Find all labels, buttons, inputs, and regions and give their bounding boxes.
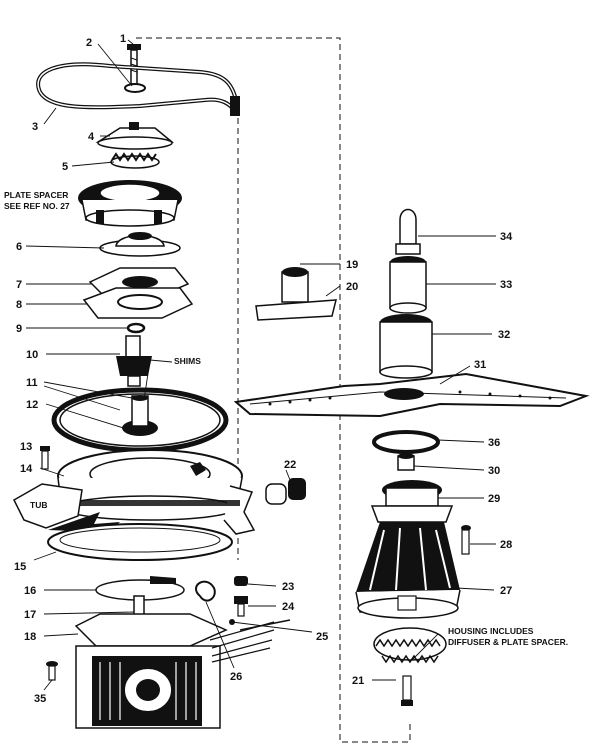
note-shims: SHIMS xyxy=(174,356,201,366)
note-tub: TUB xyxy=(30,500,47,510)
leader-lines xyxy=(25,39,496,691)
part-10-impeller xyxy=(116,335,152,387)
part-9-o-ring xyxy=(126,322,146,334)
part-4-cap xyxy=(95,122,175,150)
part-8-plate xyxy=(82,287,194,319)
note-plate-spacer-line1: PLATE SPACER xyxy=(4,190,68,200)
part-19-bushing xyxy=(281,267,309,303)
callout-19: 19 xyxy=(346,259,358,271)
part-36-ring xyxy=(372,430,440,454)
callout-8: 8 xyxy=(16,299,22,311)
callout-30: 30 xyxy=(488,465,500,477)
part-21-screw xyxy=(401,675,413,706)
part-27-housing xyxy=(355,522,461,619)
callout-14: 14 xyxy=(20,463,33,475)
part-6-housing-dome xyxy=(99,232,181,257)
part-18-motor xyxy=(74,613,275,729)
part-1-bolt xyxy=(127,44,141,85)
diagram-notes: PLATE SPACER SEE REF NO. 27 SHIMS TUB HO… xyxy=(4,190,568,647)
callout-5: 5 xyxy=(62,161,68,173)
plate-spacer-ring xyxy=(78,180,182,227)
callout-27: 27 xyxy=(500,585,512,597)
callout-34: 34 xyxy=(500,231,513,243)
callout-12: 12 xyxy=(26,399,38,411)
callout-9: 9 xyxy=(16,323,22,335)
part-22-grommets xyxy=(265,478,306,505)
part-23-grommet xyxy=(234,576,248,586)
part-31-spray-arm xyxy=(233,372,590,418)
callout-31: 31 xyxy=(474,359,486,371)
note-plate-spacer-line2: SEE REF NO. 27 xyxy=(4,201,70,211)
callout-13: 13 xyxy=(20,441,32,453)
callout-1: 1 xyxy=(120,33,126,45)
callout-32: 32 xyxy=(498,329,510,341)
note-housing-line2: DIFFUSER & PLATE SPACER. xyxy=(448,637,568,647)
part-20-bracket xyxy=(255,299,337,321)
callout-7: 7 xyxy=(16,279,22,291)
part-15-lower-ring xyxy=(47,523,233,561)
callout-33: 33 xyxy=(500,279,512,291)
callout-28: 28 xyxy=(500,539,512,551)
callout-36: 36 xyxy=(488,437,500,449)
callout-11: 11 xyxy=(26,377,38,389)
part-2-washer xyxy=(124,83,146,93)
assembly-dashed-line xyxy=(136,37,411,743)
callout-2: 2 xyxy=(86,37,92,49)
part-14-pump-base xyxy=(57,449,256,535)
callout-18: 18 xyxy=(24,631,36,643)
callout-17: 17 xyxy=(24,609,36,621)
callout-23: 23 xyxy=(282,581,294,593)
callout-26: 26 xyxy=(230,671,242,683)
part-5-strainer xyxy=(110,152,160,169)
callout-15: 15 xyxy=(14,561,26,573)
part-33-sleeve xyxy=(389,256,427,314)
part-35-screw xyxy=(46,661,58,681)
callout-16: 16 xyxy=(24,585,36,597)
callout-10: 10 xyxy=(26,349,38,361)
callout-3: 3 xyxy=(32,121,38,133)
part-30-nut xyxy=(397,453,415,471)
note-housing-line1: HOUSING INCLUDES xyxy=(448,626,534,636)
callout-6: 6 xyxy=(16,241,22,253)
callout-21: 21 xyxy=(352,675,364,687)
part-13-screw xyxy=(40,446,50,470)
callout-22: 22 xyxy=(284,459,296,471)
part-3-feed-tube xyxy=(36,62,240,116)
part-32-cylinder xyxy=(379,314,433,379)
callout-20: 20 xyxy=(346,281,358,293)
part-34-tube-cap xyxy=(395,208,421,255)
callout-labels: 1 2 3 4 5 6 7 8 9 10 11 12 13 14 15 16 1… xyxy=(14,33,513,705)
part-26-clip xyxy=(195,580,216,602)
part-28-screw xyxy=(461,525,471,555)
part-29-hub xyxy=(370,480,454,523)
callout-4: 4 xyxy=(88,131,95,143)
part-24-plug xyxy=(234,596,248,617)
callout-24: 24 xyxy=(282,601,295,613)
part-12-seal-hub xyxy=(122,395,158,436)
callout-29: 29 xyxy=(488,493,500,505)
callout-25: 25 xyxy=(316,631,328,643)
callout-35: 35 xyxy=(34,693,46,705)
diffuser-plate-spacer xyxy=(373,627,447,664)
